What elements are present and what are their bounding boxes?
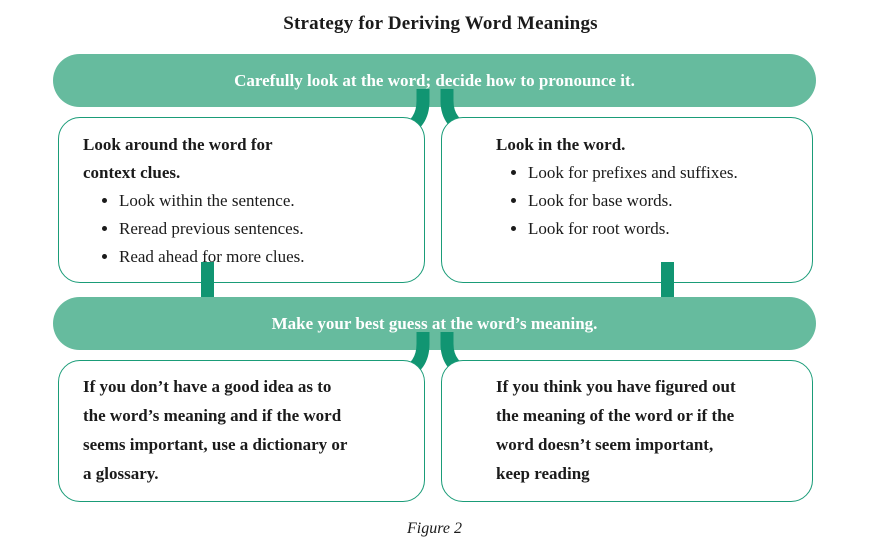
box-context-clues: Look around the word for context clues. … [58,117,425,283]
box-keep-reading: If you think you have figured out the me… [441,360,813,502]
banner-best-guess-label: Make your best guess at the word’s meani… [271,313,598,333]
list-item: Look for base words. [528,187,804,215]
box-use-dictionary-text: If you don’t have a good idea as to the … [83,377,348,483]
box-context-clues-list: Look within the sentence. Reread previou… [83,187,416,271]
box-in-the-word-list: Look for prefixes and suffixes. Look for… [496,159,804,243]
list-item: Read ahead for more clues. [119,243,416,271]
box-use-dictionary: If you don’t have a good idea as to the … [58,360,425,502]
down-arrow-left-icon [201,262,214,303]
banner-pronounce-label: Carefully look at the word; decide how t… [234,70,635,90]
list-item: Look for root words. [528,215,804,243]
list-item: Look for prefixes and suffixes. [528,159,804,187]
box-in-the-word-heading: Look in the word. [496,135,626,154]
box-in-the-word: Look in the word. Look for prefixes and … [441,117,813,283]
page-title: Strategy for Deriving Word Meanings [283,13,598,34]
down-arrow-right-icon [661,262,674,303]
banner-pronounce: Carefully look at the word; decide how t… [53,54,816,107]
box-keep-reading-text: If you think you have figured out the me… [496,377,736,483]
figure-caption: Figure 2 [407,520,462,537]
box-context-clues-heading: Look around the word for context clues. [83,135,273,182]
banner-best-guess: Make your best guess at the word’s meani… [53,297,816,350]
list-item: Look within the sentence. [119,187,416,215]
list-item: Reread previous sentences. [119,215,416,243]
